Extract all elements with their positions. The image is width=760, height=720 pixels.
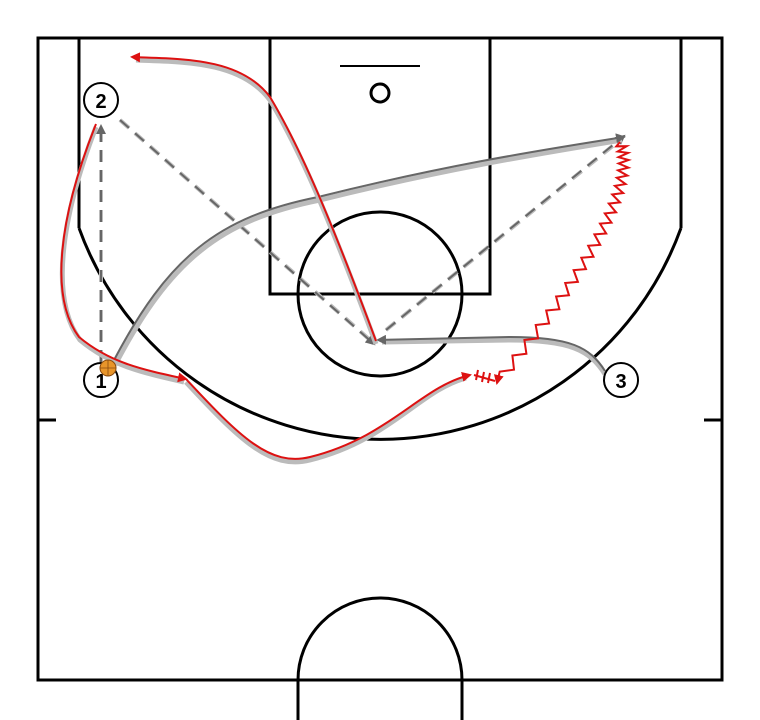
court (36, 36, 724, 720)
player-1-cut (185, 372, 472, 460)
player-1-label: 1 (95, 371, 106, 393)
red-cuts (59, 52, 632, 465)
screen-marker (473, 369, 496, 384)
player-2[interactable]: 2 (83, 82, 119, 118)
basketball-icon (99, 359, 117, 377)
player-3-dribble (493, 141, 632, 385)
pass-post-to-wing (385, 134, 626, 331)
pass-2-to-post (119, 119, 376, 346)
post-cut-to-corner (130, 52, 377, 342)
player-3-cut-gray (376, 334, 606, 372)
hoop (369, 82, 391, 104)
center-circle (296, 596, 464, 681)
player-1[interactable]: 1 (83, 359, 119, 398)
player-3-label: 3 (615, 371, 626, 393)
court-boundary (36, 36, 724, 682)
paint (268, 36, 492, 296)
player-2-label: 2 (95, 91, 106, 113)
three-point-arc (77, 227, 683, 441)
passes (96, 118, 626, 362)
free-throw-circle (296, 210, 464, 378)
player-2-cut (60, 123, 188, 383)
players: 2 1 3 (83, 82, 639, 398)
player-3[interactable]: 3 (603, 362, 639, 398)
